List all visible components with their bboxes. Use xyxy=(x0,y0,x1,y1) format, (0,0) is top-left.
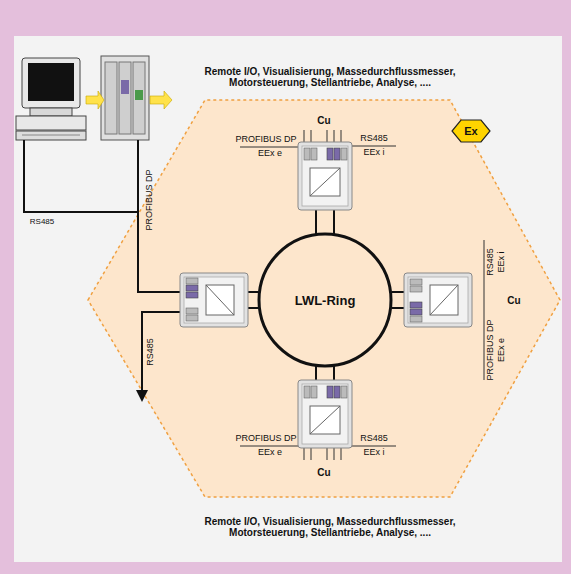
port-label: EEx e xyxy=(258,149,282,159)
port-label: Cu xyxy=(317,467,330,478)
converter-module xyxy=(298,380,352,448)
port-label: RS485 xyxy=(360,434,388,444)
port-label: EEx e xyxy=(258,448,282,458)
field-wire xyxy=(240,130,484,460)
arrow-head xyxy=(136,390,148,402)
bus-wire xyxy=(24,140,180,392)
panel xyxy=(14,36,562,562)
converter-module xyxy=(298,142,352,210)
bus-name: RS485 xyxy=(146,338,156,366)
zone-devices: Remote I/O, Visualisierung, Massedurchfl… xyxy=(188,66,473,88)
ex-zone xyxy=(88,100,560,497)
port-label: PROFIBUS DP xyxy=(235,135,296,145)
port-label: RS485 xyxy=(360,134,388,144)
port-label: Cu xyxy=(507,295,520,306)
fiber-link xyxy=(234,208,404,380)
converter-module xyxy=(404,273,472,327)
port-label: EEx e xyxy=(497,338,507,362)
ex-symbol xyxy=(452,120,490,142)
bus-name: PROFIBUS DP xyxy=(145,169,155,230)
plc-rack xyxy=(86,56,172,140)
converter-module xyxy=(180,273,248,327)
port-label: Cu xyxy=(317,115,330,126)
computer xyxy=(16,58,86,140)
port-label: PROFIBUS DP xyxy=(235,434,296,444)
port-label: RS485 xyxy=(486,248,496,276)
port-label: PROFIBUS DP xyxy=(486,319,496,380)
port-label: EEx i xyxy=(363,148,384,158)
zone-devices: Remote I/O, Visualisierung, Massedurchfl… xyxy=(188,516,473,538)
port-label: EEx i xyxy=(497,251,507,272)
ring-label: LWL-Ring xyxy=(295,293,356,308)
port-label: EEx i xyxy=(363,448,384,458)
ex-mark: Ex xyxy=(464,125,477,137)
fiber-ring: LWL-Ring xyxy=(257,232,393,368)
bus-name: RS485 xyxy=(30,218,54,227)
